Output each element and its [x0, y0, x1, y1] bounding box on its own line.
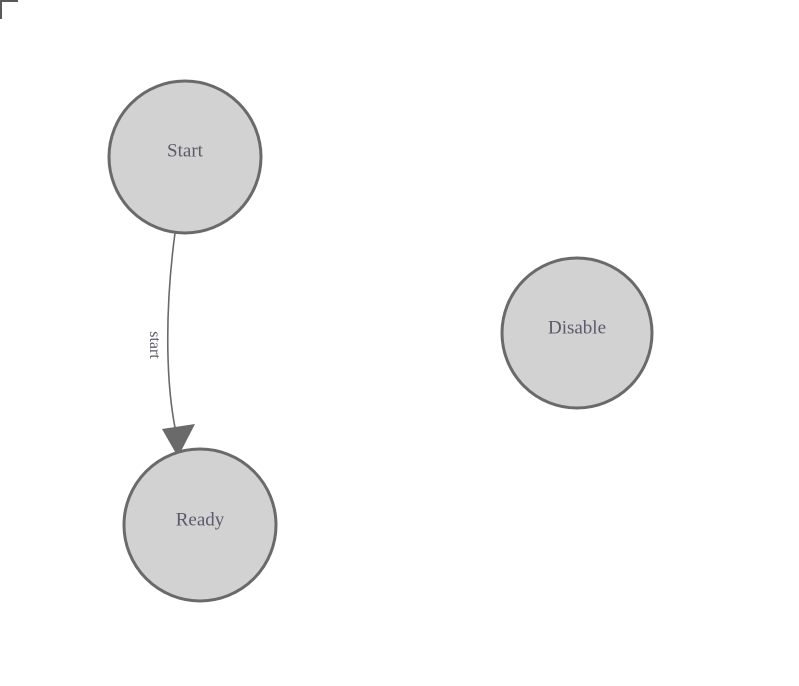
edge-path-start-to-ready [166, 232, 178, 438]
node-ready[interactable]: Ready [122, 447, 278, 603]
edge-label-start: start [146, 331, 163, 359]
node-ready-circle[interactable] [122, 447, 278, 603]
node-ready-label: Ready [176, 509, 225, 530]
node-start-label: Start [167, 140, 204, 161]
node-disable[interactable]: Disable [500, 256, 654, 410]
node-start-circle[interactable] [107, 79, 263, 235]
node-disable-label: Disable [548, 317, 606, 338]
node-start[interactable]: Start [107, 79, 263, 235]
edge-start-to-ready[interactable]: start [146, 232, 195, 457]
node-disable-circle[interactable] [500, 256, 654, 410]
arrowhead-icon [162, 424, 195, 457]
canvas-corner-marker-icon [0, 0, 18, 19]
